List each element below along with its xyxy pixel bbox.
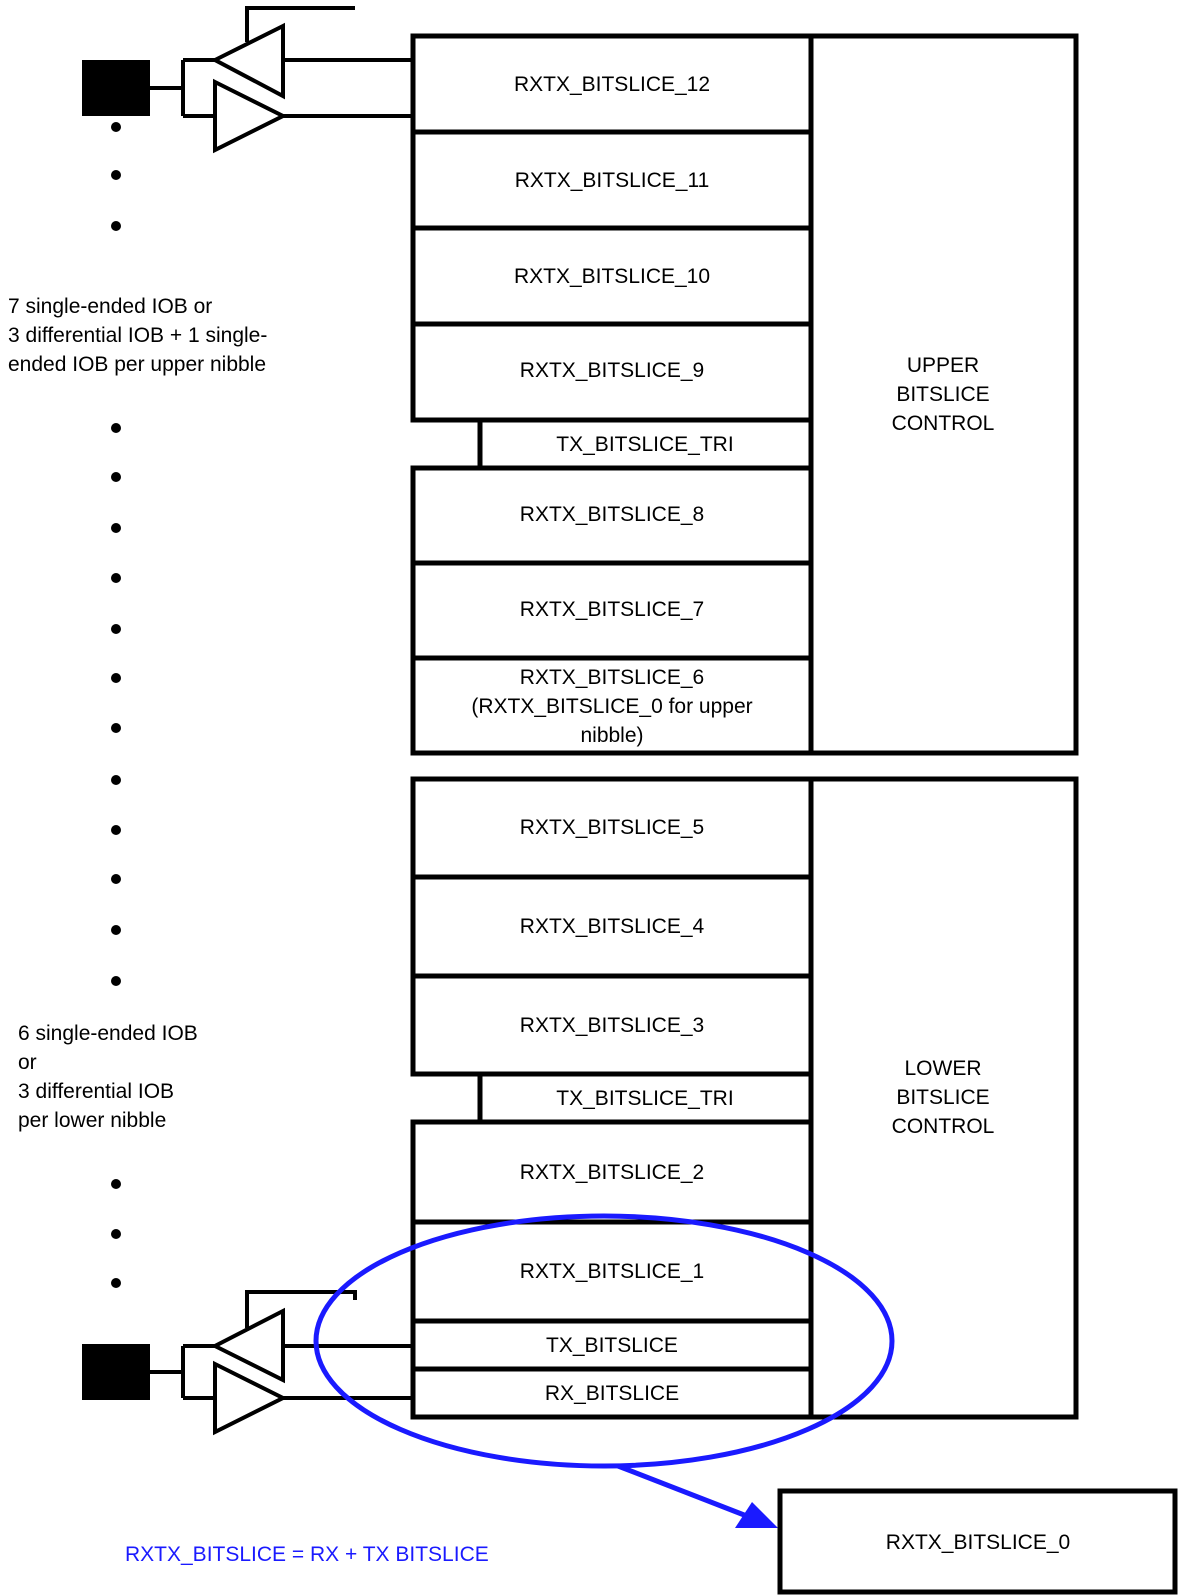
lower-note-line3: 3 differential IOB: [18, 1080, 174, 1103]
top-input-buffer: [213, 78, 288, 154]
dot: [111, 472, 121, 482]
slice-10-label: RXTX_BITSLICE_10: [514, 265, 710, 288]
upper-note-line1: 7 single-ended IOB or: [8, 295, 212, 318]
lower-note: 6 single-ended IOB or 3 differential IOB…: [18, 1022, 198, 1132]
dot: [111, 624, 121, 634]
upper-control-line2: BITSLICE: [896, 383, 989, 406]
dot: [111, 775, 121, 785]
rx-bitslice-box: [410, 1366, 814, 1420]
lower-control-box: [808, 776, 1079, 1420]
upper-control-line1: UPPER: [907, 354, 979, 377]
top-iob-buffers: [82, 6, 413, 154]
lower-tri-label: TX_BITSLICE_TRI: [556, 1087, 733, 1110]
slice-3-box: [410, 973, 814, 1077]
slice-5-box: [410, 776, 814, 880]
upper-tri-label: TX_BITSLICE_TRI: [556, 433, 733, 456]
lower-control-line2: BITSLICE: [896, 1086, 989, 1109]
slice-1-label: RXTX_BITSLICE_1: [520, 1260, 704, 1283]
lower-control-line3: CONTROL: [892, 1115, 995, 1138]
dot: [111, 723, 121, 733]
slice-2-label: RXTX_BITSLICE_2: [520, 1161, 704, 1184]
bottom-input-buffer: [213, 1360, 288, 1436]
highlight-arrow-line: [617, 1463, 758, 1523]
continuation-dots: [111, 122, 121, 1288]
upper-control-line3: CONTROL: [892, 412, 995, 435]
dot: [111, 925, 121, 935]
slice-12-box: [410, 33, 814, 135]
dot: [111, 423, 121, 433]
slice-11-label: RXTX_BITSLICE_11: [515, 169, 710, 192]
dot: [111, 1278, 121, 1288]
upper-nibble: RXTX_BITSLICE_12 RXTX_BITSLICE_11 RXTX_B…: [410, 33, 1079, 756]
lower-note-line4: per lower nibble: [18, 1109, 166, 1132]
dot: [111, 825, 121, 835]
slice-6-box: [410, 655, 814, 756]
equation-text: RXTX_BITSLICE = RX + TX BITSLICE: [125, 1543, 489, 1566]
dot: [111, 1179, 121, 1189]
upper-note-line3: ended IOB per upper nibble: [8, 353, 266, 376]
slice-2-box: [410, 1119, 814, 1225]
dot: [111, 122, 121, 132]
dot: [111, 673, 121, 683]
lower-nibble: RXTX_BITSLICE_5 RXTX_BITSLICE_4 RXTX_BIT…: [410, 776, 1079, 1420]
slice-4-label: RXTX_BITSLICE_4: [520, 915, 705, 938]
dot: [111, 170, 121, 180]
slice-12-label: RXTX_BITSLICE_12: [514, 73, 710, 96]
result-box-label: RXTX_BITSLICE_0: [886, 1531, 1070, 1554]
dot: [111, 1229, 121, 1239]
slice-9-label: RXTX_BITSLICE_9: [520, 359, 704, 382]
slice-11-box: [410, 129, 814, 231]
bottom-iob-buffers: [82, 1290, 413, 1436]
dot: [111, 573, 121, 583]
lower-control-line1: LOWER: [904, 1057, 981, 1080]
tx-bitslice-label: TX_BITSLICE: [546, 1334, 678, 1357]
slice-7-label: RXTX_BITSLICE_7: [520, 598, 704, 621]
slice-6-label-line1: RXTX_BITSLICE_6: [520, 666, 704, 689]
slice-8-box: [410, 465, 814, 566]
upper-note-line2: 3 differential IOB + 1 single-: [8, 324, 267, 347]
lower-note-line2: or: [18, 1051, 37, 1074]
highlight-arrowhead: [735, 1502, 778, 1528]
rx-bitslice-label: RX_BITSLICE: [545, 1382, 679, 1405]
slice-3-label: RXTX_BITSLICE_3: [520, 1014, 704, 1037]
bottom-iob-pad: [82, 1344, 150, 1400]
slice-5-label: RXTX_BITSLICE_5: [520, 816, 704, 839]
lower-note-line1: 6 single-ended IOB: [18, 1022, 198, 1045]
dot: [111, 976, 121, 986]
slice-8-label: RXTX_BITSLICE_8: [520, 503, 704, 526]
dot: [111, 523, 121, 533]
upper-control-box: [808, 33, 1079, 756]
dot: [111, 221, 121, 231]
highlight-ellipse: [313, 1213, 895, 1469]
slice-6-label-line2: (RXTX_BITSLICE_0 for upper: [471, 695, 752, 718]
result-box: [777, 1488, 1178, 1595]
top-iob-pad: [82, 60, 150, 116]
dot: [111, 874, 121, 884]
upper-note: 7 single-ended IOB or 3 differential IOB…: [8, 295, 267, 376]
slice-6-label-line3: nibble): [580, 724, 643, 747]
